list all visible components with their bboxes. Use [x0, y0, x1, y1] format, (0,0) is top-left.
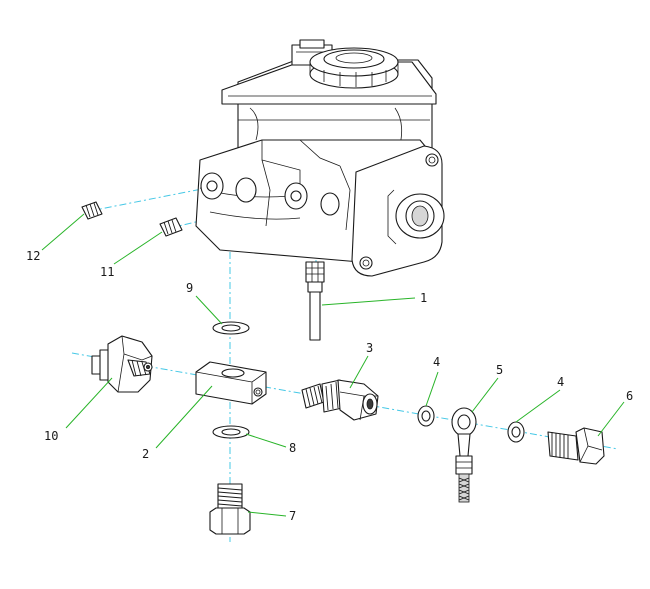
callout-12: 12: [26, 249, 40, 263]
leader-9: [195, 295, 223, 325]
leader-1: [321, 297, 416, 306]
sealing-washer: [507, 421, 525, 443]
leader-12: [41, 213, 85, 251]
pressure-switch: [91, 335, 153, 393]
port-plug: [81, 201, 103, 220]
callout-4a: 4: [433, 355, 440, 369]
leader-10: [65, 377, 113, 429]
leader-2: [155, 385, 213, 449]
callout-11: 11: [100, 265, 114, 279]
adapter-fitting: [301, 379, 379, 421]
lower-gasket: [212, 425, 250, 439]
callout-9: 9: [186, 281, 193, 295]
brake-line-tube: [305, 261, 325, 341]
tube-pipe: [309, 291, 321, 341]
leader-7: [247, 511, 287, 517]
callout-5: 5: [496, 363, 503, 377]
banjo-bolt: [547, 427, 605, 465]
callout-2: 2: [142, 447, 149, 461]
master-cylinder: [195, 39, 445, 277]
upper-gasket: [212, 321, 250, 335]
callout-7: 7: [289, 509, 296, 523]
horizontal-assembly-axis: [71, 352, 619, 450]
callout-8: 8: [289, 441, 296, 455]
tube-nut: [305, 261, 325, 283]
callout-4b: 4: [557, 375, 564, 389]
leader-8: [245, 433, 287, 448]
leader-3: [349, 355, 369, 389]
distribution-block: [195, 361, 267, 405]
leader-4a: [425, 371, 439, 407]
callout-10: 10: [44, 429, 58, 443]
port-axis-upper: [89, 186, 213, 212]
callout-6: 6: [626, 389, 633, 403]
hollow-bolt: [209, 483, 251, 535]
sealing-washer: [417, 405, 435, 427]
port-plug: [159, 217, 183, 237]
callout-labels: 1 2 3 4 5 4 6 7 8 9 10 11 12: [26, 249, 633, 523]
leader-6: [597, 401, 625, 437]
leader-11: [113, 231, 163, 265]
leader-5: [471, 377, 499, 413]
callout-3: 3: [366, 341, 373, 355]
leader-4b: [515, 389, 561, 423]
banjo-brake-hose: [451, 407, 477, 503]
leader-lines: [41, 213, 625, 517]
callout-1: 1: [420, 291, 427, 305]
